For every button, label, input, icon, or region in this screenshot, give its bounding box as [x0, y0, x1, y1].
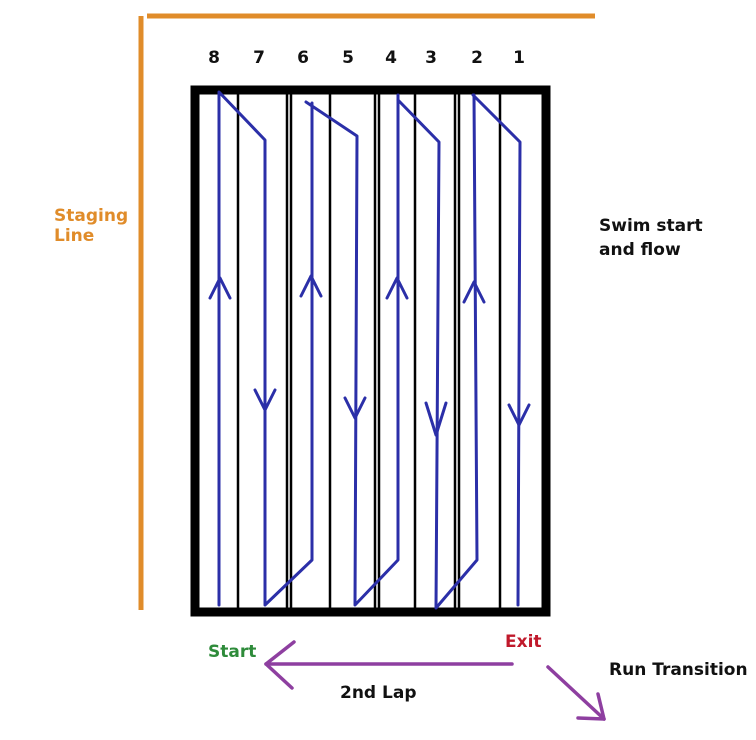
lane-number-1: 1 [513, 48, 525, 68]
arrow-up-icon [462, 280, 486, 304]
run-transition-label: Run Transition [609, 660, 748, 680]
swim-start-label: Swim start and flow [599, 216, 703, 261]
staging-line-label-line2: Line [54, 226, 95, 247]
lane-number-8: 8 [208, 48, 220, 68]
swim-paths [217, 90, 522, 610]
lane-number-6: 6 [297, 48, 309, 68]
arrow-down-icon [343, 396, 367, 420]
swim-start-label-line1: Swim start [599, 216, 703, 236]
lane-lines [236, 92, 502, 610]
arrow-down-right-icon [576, 692, 606, 721]
exit-label: Exit [505, 632, 542, 652]
arrow-left-icon [264, 640, 296, 690]
swim-start-label-line2: and flow [599, 240, 681, 261]
lane-number-3: 3 [425, 48, 437, 68]
swim-path-lanes-4-3 [396, 93, 479, 610]
swim-path-lanes-8-7 [217, 90, 314, 607]
lane-number-2: 2 [471, 48, 483, 68]
arrow-up-icon [385, 276, 409, 300]
lane-number-7: 7 [253, 48, 265, 68]
start-label: Start [208, 642, 257, 662]
staging-line-label-line1: Staging [54, 206, 129, 226]
lane-number-5: 5 [342, 48, 354, 68]
staging-line-label: Staging Line [54, 206, 128, 247]
arrow-up-icon [299, 274, 323, 298]
arrow-up-icon [208, 276, 232, 300]
swim-path-lanes-2-1 [471, 93, 522, 607]
staging-line [138, 13, 595, 610]
arrow-down-icon [507, 403, 531, 427]
swim-path-lanes-6-5 [304, 93, 400, 607]
pool-outline [190, 85, 551, 617]
second-lap-label: 2nd Lap [340, 683, 417, 703]
run-transition-arrow [546, 665, 606, 721]
arrow-down-icon [253, 388, 277, 412]
lane-number-4: 4 [385, 48, 397, 68]
arrow-down-icon [424, 401, 448, 437]
